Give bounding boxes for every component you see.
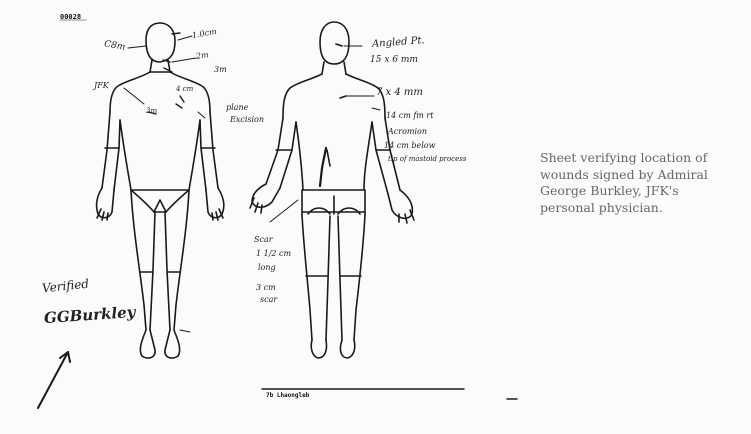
annotation-back-7: tip of mastoid process xyxy=(388,156,466,163)
annotation-back-6: 14 cm below xyxy=(384,142,435,150)
annotation-front-8: plane xyxy=(226,104,248,112)
annotation-back-2: 15 x 6 mm xyxy=(370,56,418,65)
front-leader-lines xyxy=(124,36,205,332)
annotation-back-3: 7 x 4 mm xyxy=(376,88,423,98)
annotation-back-4: 14 cm fm rt xyxy=(386,112,433,120)
caption: Sheet verifying location of wounds signe… xyxy=(540,150,720,216)
annotation-front-4: 3m xyxy=(214,66,227,74)
annotation-front-7: 4 cm xyxy=(176,86,193,93)
annotation-back-12: scar xyxy=(260,296,277,304)
document-stamp: 00028 xyxy=(60,13,81,21)
annotation-front-6: 3m xyxy=(146,108,157,115)
annotation-back-9: 1 1/2 cm xyxy=(256,250,291,258)
annotation-front-5: JFK xyxy=(94,82,109,90)
back-body-outline xyxy=(250,22,414,358)
annotation-front-9: Excision xyxy=(230,116,264,124)
arrow-mark xyxy=(38,352,70,408)
annotation-back-11: 3 cm xyxy=(256,284,276,292)
back-leader-lines xyxy=(270,46,380,222)
annotation-back-8: Scar xyxy=(254,236,273,244)
front-wound-marks xyxy=(148,33,184,114)
annotation-back-5: Acromion xyxy=(388,128,427,136)
document-stamp-bottom: 7b Lhaongleb xyxy=(266,392,309,399)
annotation-back-10: long xyxy=(258,264,276,272)
